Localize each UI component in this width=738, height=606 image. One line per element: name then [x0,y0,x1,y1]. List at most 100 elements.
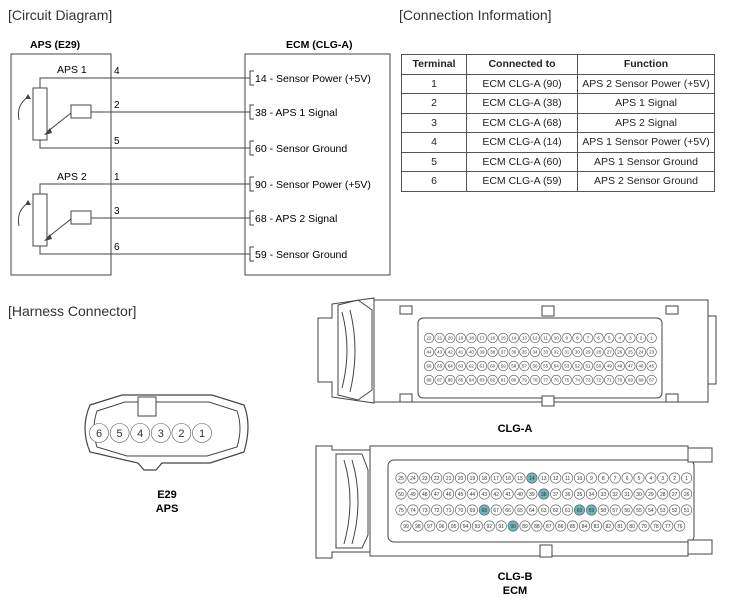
e29-pin-number: 3 [158,428,164,440]
clg-b-pin [669,488,681,500]
clg-a-pin-number: 14 [511,336,517,341]
column-header: Terminal [401,54,467,75]
clg-b-pin [514,488,526,500]
clg-a-pin-number: 44 [426,350,432,355]
clg-a-pin [423,332,435,344]
column-header: Function [577,54,715,75]
clg-a-pin-number: 8 [576,336,579,341]
clg-b-pin [483,520,495,532]
clg-b-pin [650,520,662,532]
aps1-arrowhead-icon [25,94,31,99]
clg-b-pin [538,488,550,500]
clg-a-pin [434,374,445,386]
clg-a-pin [551,360,562,372]
table-cell: 1 [401,73,467,94]
clg-b-pin-number: 84 [582,524,588,530]
clg-b-pin [543,520,555,532]
table-cell: APS 1 Signal [577,93,715,114]
clg-b-pin [597,504,609,516]
clg-a-pin-number: 63 [458,364,464,369]
ecm-terminal-label: 38 - APS 1 Signal [255,107,337,119]
e29-pin [151,423,171,443]
clg-a-pin [423,374,435,386]
clg-b-pin [443,488,455,500]
clg-b-pin [431,488,443,500]
aps2-resistor [32,193,48,247]
clg-a-pin [593,374,604,386]
aps1-motion-arrow [17,96,29,121]
clg-a-pin-number: 49 [607,364,613,369]
clg-b-pin-number: 20 [458,476,464,482]
clg-b-pin [514,504,526,516]
clg-b-pin-number: 98 [415,524,421,530]
aps-sensor-box [10,53,112,276]
clg-a-pin-number: 53 [564,364,570,369]
clg-a-pin [455,332,466,344]
clg-a-pin [540,374,551,386]
clg-a-pin [445,346,456,358]
clg-a-pin-number: 36 [511,350,517,355]
clg-b-pin [657,504,669,516]
clg-b-pin [657,472,669,484]
clg-a-pin-number: 5 [608,336,611,341]
clg-a-pin [625,346,636,358]
clg-b-pin-number: 62 [553,508,559,514]
clg-b-pin [562,488,574,500]
clg-a-pin-number: 23 [649,350,655,355]
clg-a-pin [498,374,509,386]
clg-a-pin-number: 61 [479,364,485,369]
clg-a-pin-number: 66 [426,364,432,369]
clg-b-pin [471,520,483,532]
clg-a-pin-number: 2 [640,336,643,341]
ecm-terminal-label: 90 - Sensor Power (+5V) [255,179,371,191]
table-cell: ECM CLG-A (90) [466,73,578,94]
clg-b-pin [633,504,645,516]
harness-connector-heading: [Harness Connector] [8,303,137,319]
clg-b-side-tab [687,539,713,555]
ecm-label: ECM [503,585,527,597]
clg-a-pin-number: 88 [426,378,432,383]
clg-b-pin [538,472,550,484]
clg-a-pin-number: 48 [617,364,623,369]
clg-b-pin-number: 93 [475,524,481,530]
clg-a-pin-number: 1 [650,336,653,341]
clg-b-pin-number: 75 [398,508,404,514]
ecm-box-title: ECM (CLG-A) [286,39,353,51]
clg-b-pin [669,472,681,484]
clg-a-pin-number: 87 [437,378,443,383]
clg-a-pin-number: 71 [607,378,613,383]
clg-b-pin-number: 51 [684,508,690,514]
clg-b-pin [555,520,567,532]
clg-a-pin-number: 10 [554,336,560,341]
clg-b-pin [443,504,455,516]
clg-b-pin [681,472,693,484]
clg-b-pin-number: 42 [493,492,499,498]
clg-a-label: CLG-A [498,423,533,435]
clg-b-pin-number: 11 [565,476,570,482]
clg-a-pin [646,374,657,386]
clg-b-pin-number: 66 [505,508,511,514]
clg-a-pin [529,332,541,344]
clg-a-pin [593,346,604,358]
clg-b-pin-number: 25 [398,476,404,482]
clg-a-pin [582,360,594,372]
clg-b-pin [578,520,590,532]
clg-b-pin-number: 37 [553,492,559,498]
clg-b-pin-number: 50 [398,492,404,498]
clg-b-pin [454,488,466,500]
clg-b-pin-number: 67 [493,508,499,514]
clg-b-pin-number: 10 [577,476,583,482]
clg-a-pin [540,360,551,372]
clg-b-pin [602,520,614,532]
clg-b-pin-number: 92 [487,524,493,530]
clg-b-pin-number: 41 [505,492,511,498]
clg-b-pin-number: 1 [685,476,688,482]
clg-a-pin [455,374,466,386]
clg-a-pin [614,346,625,358]
clg-b-pin-number: 83 [594,524,600,530]
clg-b-pin [550,472,562,484]
clg-a-pin-number: 20 [448,336,454,341]
clg-a-pin-number: 75 [564,378,570,383]
table-cell: APS 2 Signal [577,112,715,133]
